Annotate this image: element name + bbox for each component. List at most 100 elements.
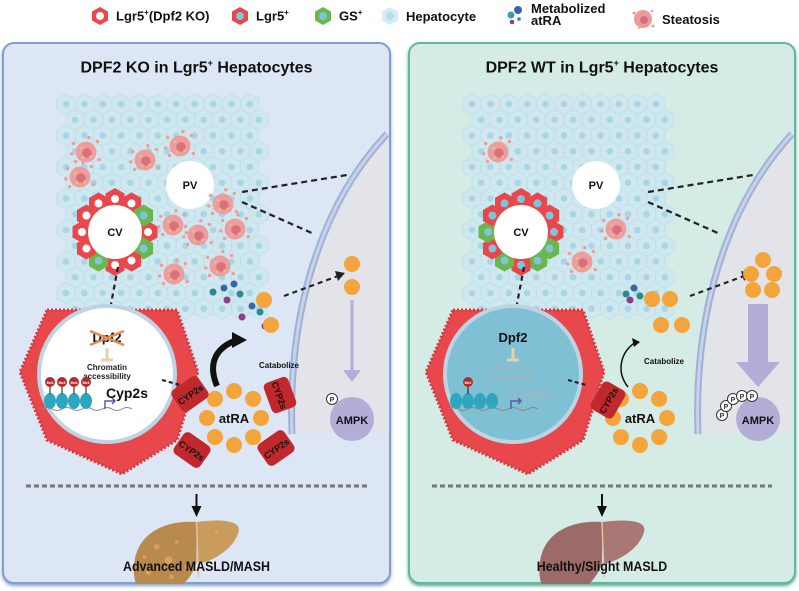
cell-nucleus: [500, 256, 509, 265]
legend-suffix: (Dpf2 KO): [148, 8, 210, 24]
steatosis-core: [194, 231, 204, 241]
hepatocyte-nucleus: [505, 163, 513, 171]
hexagon-red-blue-nucleus-icon: [232, 7, 248, 25]
hepatocyte-nucleus: [606, 305, 614, 313]
atra-molecule: [199, 410, 215, 426]
hepatocyte-nucleus: [136, 289, 143, 297]
phosphate-label: P: [724, 404, 729, 411]
hepatocyte-nucleus: [588, 147, 595, 155]
hepatocyte-nucleus: [191, 258, 198, 265]
hepatocyte-nucleus: [661, 210, 669, 218]
hepatocyte-nucleus: [468, 289, 476, 297]
hepatocyte-nucleus: [551, 273, 558, 281]
steatosis-droplet: [627, 234, 632, 239]
hepatocyte-nucleus: [652, 195, 660, 202]
lipid-droplet: [491, 146, 495, 150]
lipid-droplet: [215, 270, 219, 274]
metabolized-atra: [238, 313, 246, 321]
cell-nucleus: [127, 199, 136, 208]
accessibility-label: accessibility: [83, 372, 131, 381]
hepatocyte-nucleus: [136, 100, 143, 108]
hepatocyte-nucleus: [468, 132, 476, 139]
hepatocyte-nucleus: [246, 163, 254, 171]
cell-nucleus: [545, 244, 554, 253]
hepatocyte-nucleus: [209, 163, 217, 171]
nucleosome: [68, 393, 80, 409]
atra-molecule: [662, 291, 678, 307]
hepatocyte-nucleus: [182, 116, 189, 124]
legend-item-hepatocyte: Hepatocyte: [380, 6, 476, 26]
hepatocyte-nucleus: [588, 305, 595, 313]
hepatocyte-nucleus: [606, 147, 614, 155]
hepatocyte-nucleus: [578, 226, 586, 234]
hepatocyte-nucleus: [468, 258, 476, 265]
healthy-liver: [539, 520, 645, 584]
cell-nucleus: [533, 199, 542, 208]
transcription-arrow-icon: [104, 397, 117, 409]
cell-nucleus: [484, 228, 492, 236]
hepatocyte-nucleus: [108, 147, 116, 155]
hepatocyte-nucleus: [634, 226, 641, 234]
lgr5-hepatocyte: Dpf2ChromatinaccessibilityMe3Me3Me3Me3Cy…: [18, 304, 200, 476]
steatosis-droplet: [167, 153, 172, 158]
steatosis-cluster: [207, 188, 239, 216]
steatosis-droplet: [231, 271, 236, 276]
steatosis-droplet: [591, 249, 596, 254]
hepatocyte-nucleus: [209, 100, 217, 108]
hepatocyte-nucleus: [255, 210, 263, 218]
hepatocyte-nucleus: [154, 195, 162, 202]
fat-droplet: [184, 564, 189, 570]
histone-mark-label: Me3: [83, 381, 90, 385]
hepatocyte-nucleus: [569, 273, 577, 281]
metabolized-atra: [209, 288, 217, 296]
hepatocyte-nucleus: [90, 116, 97, 124]
steatosis-droplet: [160, 232, 165, 237]
cyp2s-enzyme: CYP2s: [590, 381, 626, 419]
hepatocyte-nucleus: [237, 179, 244, 187]
hepatocyte-nucleus: [477, 179, 485, 187]
steatosis-droplet: [229, 253, 234, 258]
liver-left-lobe: [196, 520, 239, 564]
cell-nucleus: [488, 244, 497, 253]
inhibition-icon: [101, 348, 113, 362]
lipid-droplet: [138, 154, 142, 158]
hepatocyte-nucleus: [477, 210, 485, 218]
cell-nucleus: [139, 244, 148, 253]
hepatocyte-nucleus: [117, 289, 125, 297]
steatosis-core: [578, 258, 588, 268]
hepatocyte-nucleus: [487, 100, 494, 108]
title-text-post: Hepatocytes: [618, 59, 719, 77]
hepatocyte-nucleus: [477, 242, 485, 250]
cyp2s-body: [257, 430, 295, 466]
central-vein-label: CV: [107, 227, 123, 239]
falciform-ligament: [195, 521, 200, 579]
cyp2s-enzyme: CYP2s: [257, 430, 295, 466]
hepatocyte-nucleus: [154, 258, 162, 265]
hepatocyte-nucleus: [615, 258, 623, 265]
steatosis-droplet: [183, 261, 188, 266]
hepatocyte-nucleus: [532, 179, 540, 187]
steatosis-cluster: [204, 250, 236, 278]
hepatocyte-nucleus: [62, 132, 70, 139]
cell-nucleus: [139, 211, 148, 220]
hepatocyte-nucleus: [514, 179, 522, 187]
hepatocyte-nucleus: [542, 289, 549, 297]
hepatocyte-nucleus: [615, 289, 623, 297]
hepatocyte-nucleus: [523, 132, 531, 139]
title-sup: +: [613, 58, 619, 68]
hepatocyte-nucleus: [90, 273, 97, 281]
hepatocyte-nucleus: [154, 132, 162, 139]
hepatocyte-nucleus: [652, 226, 660, 234]
atra-molecule: [612, 429, 629, 446]
ampk-protein: [736, 397, 780, 441]
hepatocyte-nucleus: [81, 289, 88, 297]
lipid-droplet: [213, 260, 217, 264]
outcome-arrowhead-icon: [597, 506, 607, 517]
cyp2s-body: [590, 381, 626, 419]
hepatocyte-nucleus: [487, 132, 494, 139]
cyp2s-body: [263, 376, 297, 414]
steatosis-droplet: [222, 236, 227, 241]
atra-label: atRA: [625, 411, 656, 426]
hepatocyte-nucleus: [209, 226, 217, 234]
steatosis-droplet: [482, 152, 486, 156]
